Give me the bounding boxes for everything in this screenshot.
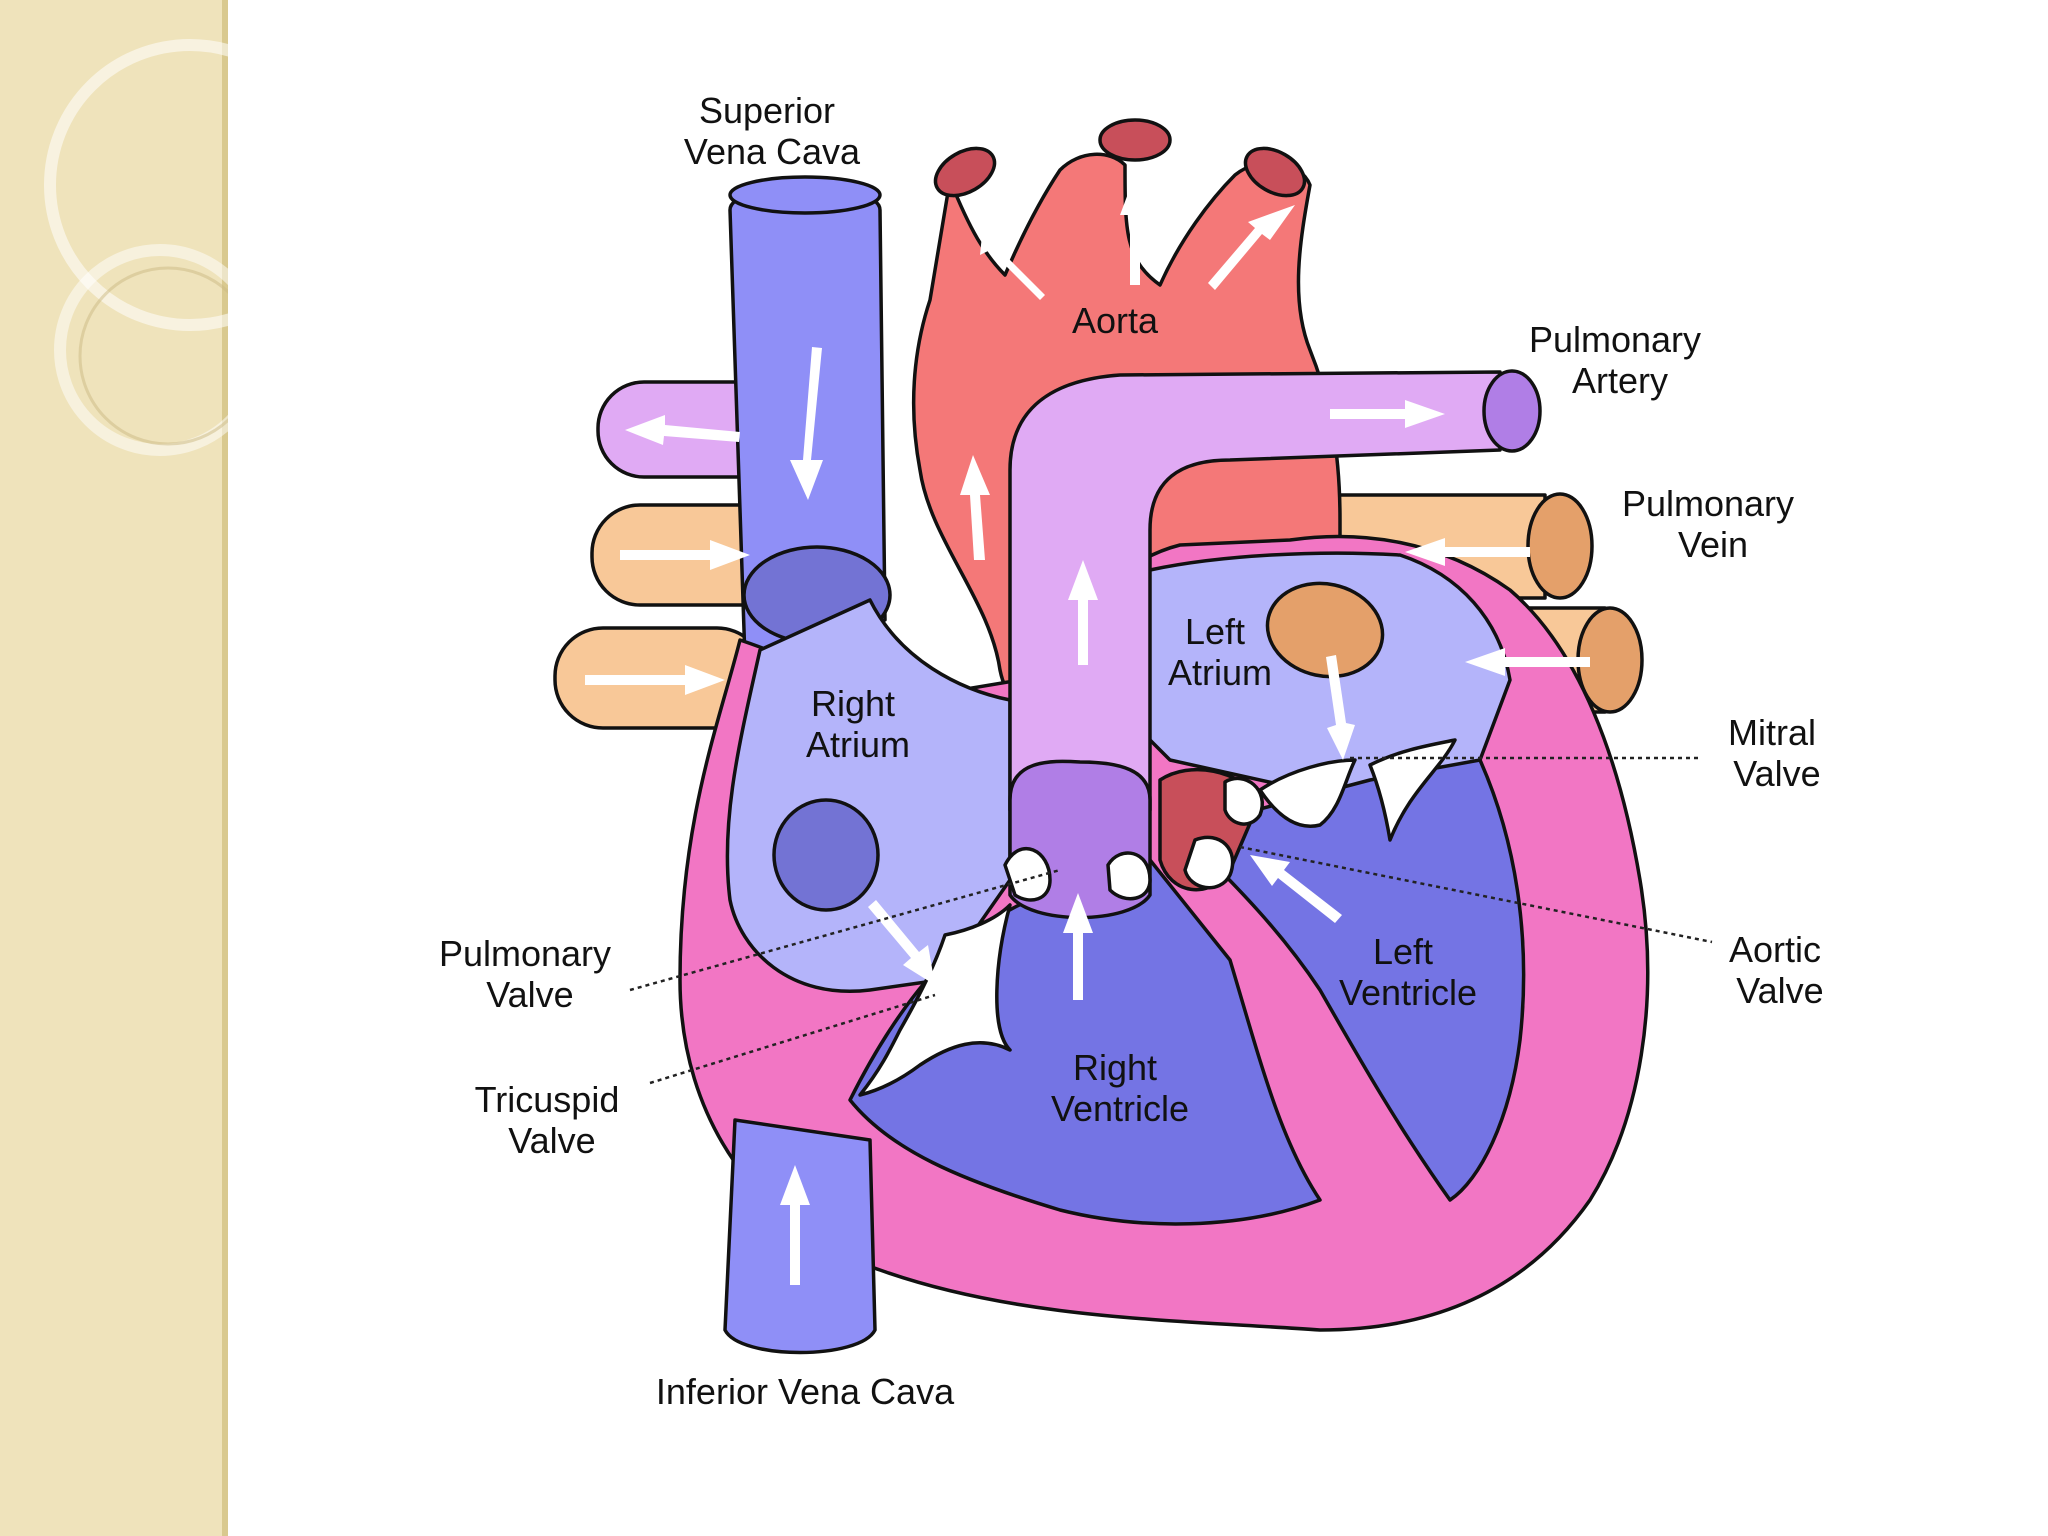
label-right-atrium: Right Atrium bbox=[806, 683, 910, 765]
arrow-svc-down bbox=[790, 347, 823, 500]
left-atrium bbox=[1108, 551, 1512, 802]
slide-sidebar bbox=[0, 0, 228, 1536]
arrow-pv-right-lower bbox=[1465, 648, 1590, 676]
arrow-aorta-middle bbox=[1120, 175, 1150, 285]
arrow-la-down bbox=[1326, 655, 1355, 760]
label-left-atrium: Left Atrium bbox=[1168, 611, 1272, 693]
arrow-pa-right bbox=[1330, 400, 1445, 428]
flow-arrows bbox=[585, 175, 1590, 1285]
label-left-ventricle: Left Ventricle bbox=[1339, 931, 1477, 1013]
arrow-pa-up bbox=[1068, 560, 1098, 665]
arrow-ra-to-rv bbox=[868, 900, 935, 985]
label-inferior-vena-cava: Inferior Vena Cava bbox=[656, 1371, 955, 1412]
diagram-labels: Superior Vena Cava Aorta Pulmonary Arter… bbox=[439, 90, 1831, 1412]
label-mitral-valve: Mitral Valve bbox=[1728, 712, 1826, 794]
right-atrium bbox=[725, 598, 1012, 993]
decor-ring-large bbox=[44, 39, 228, 331]
arrow-pv-right-upper bbox=[1405, 538, 1530, 566]
label-pulmonary-artery: Pulmonary Artery bbox=[1529, 319, 1711, 401]
arrow-rv-up bbox=[1063, 893, 1093, 1000]
label-aorta: Aorta bbox=[1072, 300, 1159, 341]
arrow-pa-left bbox=[625, 415, 740, 445]
tricuspid-valve bbox=[858, 903, 1012, 1097]
mitral-valve bbox=[1258, 738, 1457, 842]
arrow-aorta-left bbox=[980, 205, 1045, 300]
aortic-valve bbox=[1158, 767, 1264, 892]
pulmonary-artery bbox=[1008, 369, 1542, 812]
sidebar-edge bbox=[222, 0, 228, 1536]
arrow-pv-left-lower bbox=[585, 665, 725, 695]
arrow-lv-up bbox=[1250, 855, 1342, 923]
decor-ring-small bbox=[54, 244, 228, 456]
decor-ring-shadow bbox=[78, 266, 228, 446]
arrow-aorta-ascending bbox=[960, 455, 990, 560]
arrow-ivc-up bbox=[780, 1165, 810, 1285]
label-tricuspid-valve: Tricuspid Valve bbox=[475, 1079, 630, 1161]
label-pulmonary-valve: Pulmonary Valve bbox=[439, 933, 621, 1015]
arrow-pv-left-upper bbox=[620, 540, 750, 570]
label-pulmonary-vein: Pulmonary Vein bbox=[1622, 483, 1804, 565]
leader-lines bbox=[629, 756, 1713, 1085]
label-right-ventricle: Right Ventricle bbox=[1051, 1047, 1189, 1129]
pulmonary-valve-flaps bbox=[1003, 846, 1152, 902]
label-aortic-valve: Aortic Valve bbox=[1729, 929, 1831, 1011]
arrow-aorta-right bbox=[1208, 205, 1295, 290]
label-superior-vena-cava: Superior Vena Cava bbox=[684, 90, 861, 172]
